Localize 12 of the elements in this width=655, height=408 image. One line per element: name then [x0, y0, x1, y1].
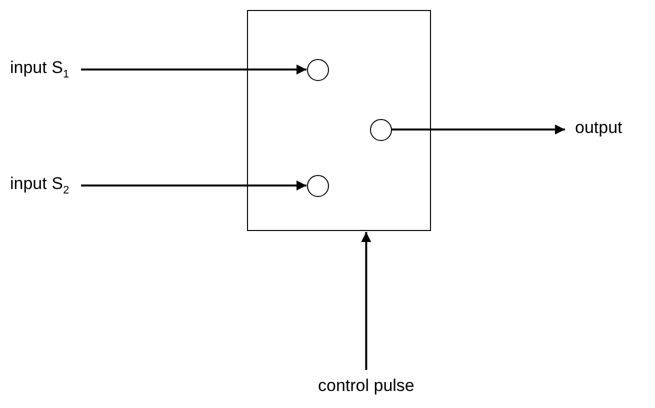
terminal-circle [370, 118, 392, 140]
input-label: input S$_{1}$ [10, 58, 70, 82]
output-label: output [575, 118, 622, 142]
switch-box [247, 10, 431, 231]
terminal-circle [306, 174, 328, 196]
terminal-circle [306, 58, 328, 80]
arrow [392, 124, 565, 134]
input-label: input S$_{2}$ [10, 174, 70, 198]
arrow [81, 64, 306, 74]
control-pulse-label: control pulse [318, 376, 414, 400]
arrow [81, 180, 306, 190]
arrow [361, 232, 372, 370]
